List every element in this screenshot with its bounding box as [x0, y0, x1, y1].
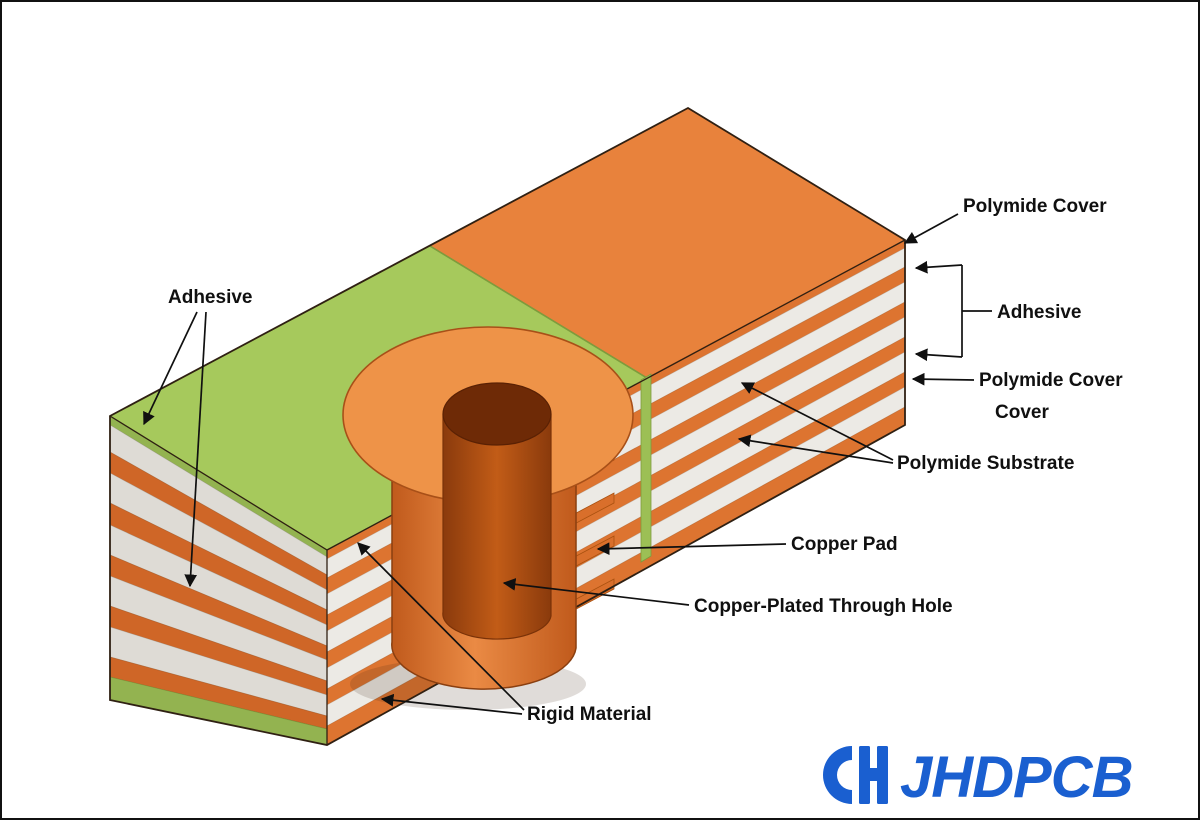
adhesive-bracket: [914, 260, 992, 362]
rigid-flex-boundary-edge: [429, 245, 648, 379]
label-copper-plated-through-hole: Copper-Plated Through Hole: [694, 596, 953, 617]
through-hole-cylinder: [342, 326, 634, 710]
label-polymide-cover-right: Polymide Cover: [979, 370, 1123, 391]
arrow-copper-pad: [596, 542, 787, 556]
label-cover-right: Cover: [995, 402, 1049, 423]
label-polymide-substrate: Polymide Substrate: [897, 453, 1074, 474]
label-polymide-cover-top: Polymide Cover: [963, 196, 1107, 217]
arrow-rigid-material-lower: [380, 693, 523, 715]
arrow-rigid-material-upper: [357, 542, 525, 711]
left-face-layers: [109, 415, 328, 746]
jhdpcb-mark-icon: [823, 746, 888, 804]
arrow-polymide-cover-right: [911, 372, 975, 386]
cylinder-bore-opening: [442, 382, 552, 446]
label-adhesive-right: Adhesive: [997, 302, 1081, 323]
jhdpcb-logo-text: JHDPCB: [900, 745, 1133, 810]
label-rigid-material: Rigid Material: [527, 704, 652, 725]
arrow-adhesive-left-upper: [143, 311, 198, 426]
arrow-polymide-substrate-lower: [737, 434, 894, 464]
jhdpcb-logo: JHDPCB: [823, 745, 1134, 810]
arrow-polymide-substrate-upper: [740, 382, 894, 461]
arrow-polymide-cover-top: [903, 213, 959, 244]
arrow-adhesive-upper: [914, 260, 963, 274]
label-adhesive-left: Adhesive: [168, 287, 252, 308]
left-top-edge: [109, 415, 328, 551]
cylinder-bore-cutaway: [442, 414, 552, 640]
label-copper-pad: Copper Pad: [791, 534, 898, 555]
annotations: Polymide Cover Adhesive Polymide Cover C…: [143, 196, 1123, 725]
arrow-adhesive-lower: [914, 348, 963, 362]
arrow-adhesive-left-lower: [184, 311, 207, 588]
rigid-section-cut-edge: [640, 373, 652, 563]
arrow-copper-plated-through-hole: [502, 578, 690, 606]
